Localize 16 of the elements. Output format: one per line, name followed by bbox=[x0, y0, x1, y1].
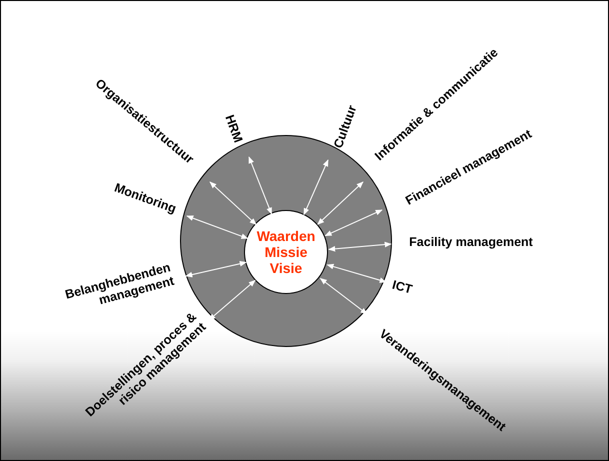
center-label: Waarden Missie Visie bbox=[256, 228, 316, 276]
double-arrow bbox=[208, 280, 256, 320]
double-arrow bbox=[186, 216, 248, 239]
double-arrow bbox=[248, 156, 272, 215]
double-arrow bbox=[185, 261, 247, 278]
center-circle bbox=[244, 210, 328, 294]
double-arrow bbox=[328, 242, 392, 252]
double-arrow bbox=[303, 159, 328, 216]
domain-label: ICT bbox=[390, 278, 414, 298]
double-arrow bbox=[326, 264, 387, 283]
double-arrow bbox=[317, 182, 364, 225]
domain-label: Facility management bbox=[409, 236, 533, 250]
double-arrow bbox=[324, 210, 383, 236]
double-arrow bbox=[320, 278, 368, 314]
domain-label: HRM bbox=[222, 113, 244, 145]
double-arrow bbox=[209, 182, 257, 226]
